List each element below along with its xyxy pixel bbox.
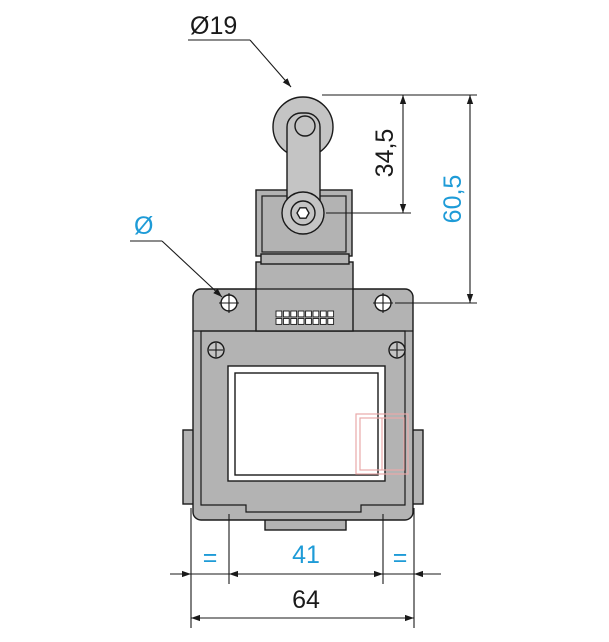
roller-to-pivot-label: 34,5 [371, 129, 399, 178]
mount-hole-label: Ø [134, 212, 153, 240]
cover-screw-left [207, 341, 225, 359]
seal-stamp [355, 413, 409, 475]
roller-diameter-dimension: Ø19 [188, 12, 292, 88]
mounting-hole-left [219, 293, 239, 313]
switch-body [182, 288, 424, 531]
mount-hole-dimension: Ø [130, 212, 223, 298]
overall-width-dimension: 64 [191, 586, 414, 622]
connector-grid-cell [282, 318, 290, 325]
hole-spacing-dimension: = 41 = [170, 541, 441, 578]
connector-grid-cell [297, 310, 305, 318]
connector-grid-cell [297, 318, 305, 325]
mounting-hole-right [373, 293, 393, 313]
cover-window [227, 365, 386, 482]
connector-grid-cell [305, 310, 312, 318]
roller-hub [294, 115, 316, 137]
connector-grid-cell [327, 310, 335, 318]
roller-diameter-label: Ø19 [190, 12, 237, 40]
connector-grid-cell [305, 318, 312, 325]
head-neck [255, 261, 354, 332]
connector-grid-cell [312, 310, 320, 318]
connector-grid-cell [327, 318, 335, 325]
connector-grid [275, 310, 335, 325]
connector-grid-cell [312, 318, 320, 325]
connector-grid-cell [290, 310, 298, 318]
right-equal-label: = [393, 544, 408, 572]
roller-to-mount-hole-dimension: 60,5 [395, 95, 477, 304]
cover-panel [200, 330, 406, 513]
connector-grid-cell [275, 310, 283, 318]
roller-to-mount-hole-label: 60,5 [439, 175, 467, 224]
lever-arm [272, 96, 334, 235]
pivot-nut [296, 207, 310, 219]
left-equal-label: = [203, 544, 218, 572]
connector-grid-cell [275, 318, 283, 325]
connector-grid-cell [290, 318, 298, 325]
connector-grid-cell [319, 310, 327, 318]
head-connector [260, 253, 350, 265]
connector-grid-cell [319, 318, 327, 325]
hole-spacing-label: 41 [292, 541, 320, 569]
cover-screw-right [388, 341, 406, 359]
roller-to-pivot-dimension: 34,5 [322, 94, 477, 214]
overall-width-label: 64 [292, 586, 320, 614]
connector-grid-cell [282, 310, 290, 318]
